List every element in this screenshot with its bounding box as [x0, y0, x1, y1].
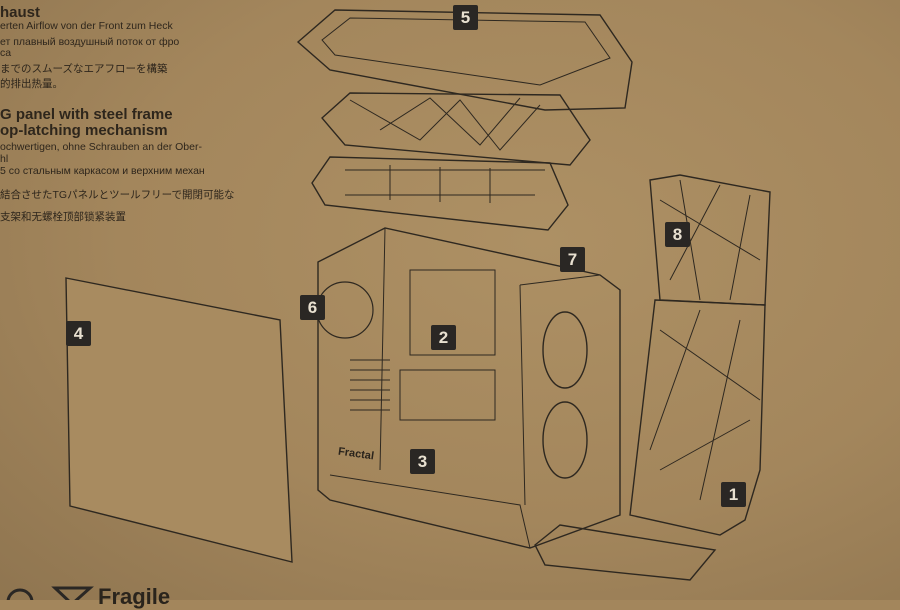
section2-line: ochwertigen, ohne Schrauben an der Ober-	[0, 141, 202, 153]
front-filter-lower	[629, 299, 766, 536]
section1-line: ca	[0, 47, 12, 59]
top-bracket	[311, 156, 569, 231]
top-panel	[296, 9, 633, 111]
section2-line: 結合させたTGパネルとツールフリーで開閉可能な	[0, 189, 235, 201]
section1-line: 的排出热量。	[0, 78, 63, 90]
section2-heading: op-latching mechanism	[0, 122, 168, 139]
fragile-glass-icon	[51, 586, 94, 600]
section2-line: 支架和无螺栓顶部锁紧装置	[0, 211, 126, 223]
section2-line: 5 со стальным каркасом и верхним механ	[0, 165, 205, 177]
handling-icons	[6, 586, 94, 600]
section1-heading: haust	[0, 4, 41, 21]
side-glass-panel	[65, 277, 293, 563]
case-body	[317, 227, 621, 549]
front-filter-upper	[649, 174, 771, 306]
callout-3: 3	[410, 449, 435, 474]
section1-line: ет плавный воздушный поток от фро	[0, 36, 180, 48]
callout-7: 7	[560, 247, 585, 272]
callout-2: 2	[431, 325, 456, 350]
callout-5: 5	[453, 5, 478, 30]
callout-8: 8	[665, 222, 690, 247]
bottom-filter	[534, 524, 717, 581]
section2-line: hl	[0, 153, 9, 165]
section1-line: erten Airflow von der Front zum Heck	[0, 20, 173, 32]
section2-heading: G panel with steel frame	[0, 106, 173, 123]
umbrella-icon	[6, 588, 34, 600]
callout-4: 4	[66, 321, 91, 346]
top-dust-filter	[321, 92, 591, 166]
callout-1: 1	[721, 482, 746, 507]
fragile-label: Fragile	[98, 584, 171, 609]
callout-6: 6	[300, 295, 325, 320]
section1-line: までのスムーズなエアフローを構築	[0, 63, 168, 75]
